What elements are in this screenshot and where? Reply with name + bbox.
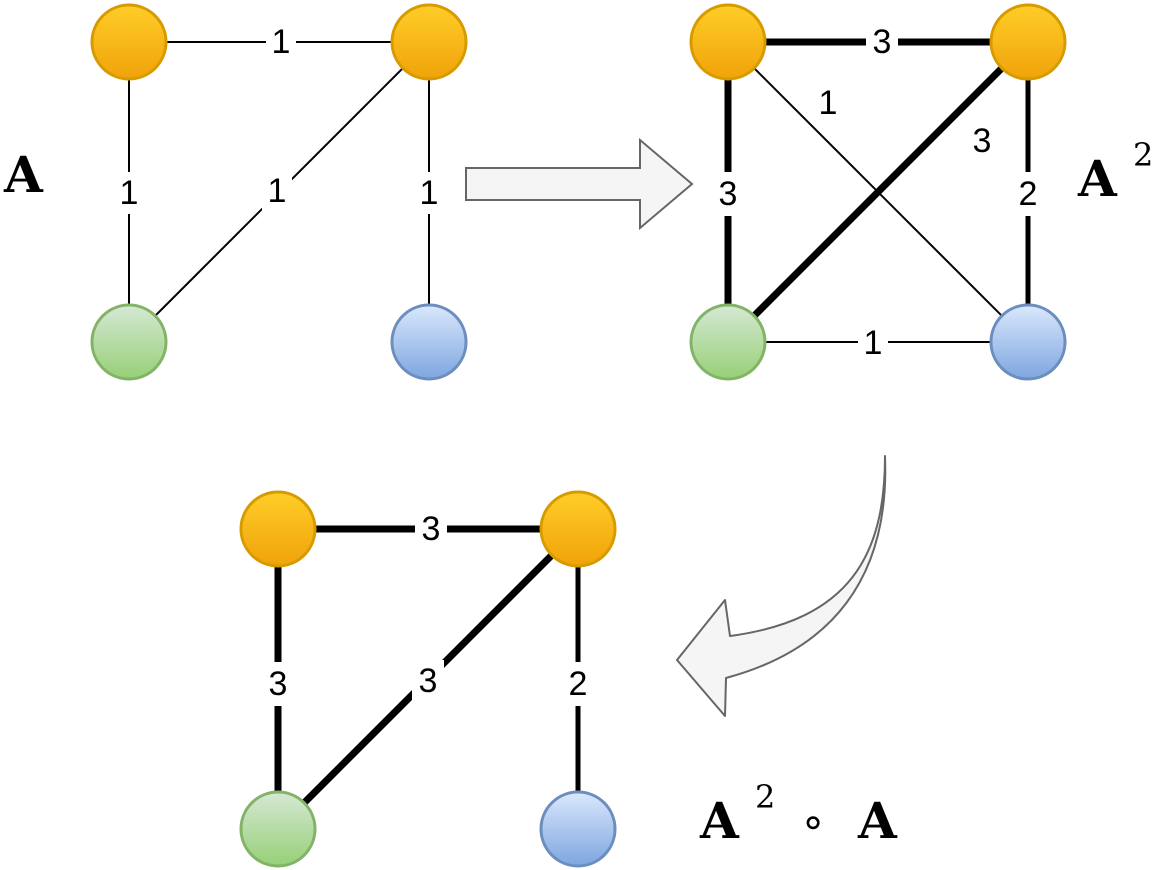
node-green bbox=[689, 303, 767, 381]
edge-label-o1-o2: 1 bbox=[272, 23, 291, 61]
matrix-label-a2-exponent: 2 bbox=[1133, 136, 1153, 174]
edge-label-o1-o2: 3 bbox=[422, 510, 441, 548]
edge-label-o1-g: 3 bbox=[269, 665, 288, 703]
matrix-label-a: A bbox=[3, 145, 44, 204]
edge-label-o2-b: 2 bbox=[569, 665, 588, 703]
node-orange-2 bbox=[539, 490, 617, 568]
matrix-label-result-operator: ∘ bbox=[800, 797, 826, 846]
graph-a2: 3 1 3 3 2 1 A 2 bbox=[689, 3, 1153, 381]
edge-o2-g bbox=[725, 39, 1031, 345]
matrix-label-result-base: A bbox=[699, 791, 740, 850]
graph-result-nodes bbox=[239, 490, 617, 868]
edge-label-o1-b: 1 bbox=[819, 84, 838, 122]
graph-a-edge-labels: 1 1 1 1 bbox=[114, 23, 444, 214]
graph-a2-edge-labels: 3 1 3 3 2 1 bbox=[712, 22, 1044, 362]
edge-label-o2-g: 3 bbox=[973, 122, 992, 160]
edge-label-o2-g: 3 bbox=[419, 662, 438, 700]
curved-arrow-icon bbox=[676, 455, 887, 717]
node-blue bbox=[390, 303, 468, 381]
node-orange-1 bbox=[689, 3, 767, 81]
graph-a2-edges bbox=[724, 38, 1031, 345]
node-blue bbox=[539, 790, 617, 868]
graph-result: 3 3 3 2 A 2 ∘ A bbox=[239, 490, 898, 868]
node-orange-2 bbox=[390, 3, 468, 81]
graph-a2-nodes bbox=[689, 3, 1067, 381]
node-orange-2 bbox=[989, 3, 1067, 81]
graph-a-nodes bbox=[90, 3, 468, 381]
edge-label-o2-b: 1 bbox=[420, 174, 439, 212]
node-green bbox=[239, 790, 317, 868]
graph-result-edge-labels: 3 3 3 2 bbox=[262, 509, 594, 706]
graph-a: 1 1 1 1 A bbox=[3, 3, 468, 381]
edge-label-o1-g: 3 bbox=[719, 175, 738, 213]
edge-label-o1-g: 1 bbox=[120, 174, 139, 212]
matrix-label-result: A 2 ∘ A bbox=[699, 778, 898, 850]
node-orange-1 bbox=[90, 3, 168, 81]
edge-label-o2-g: 1 bbox=[268, 172, 287, 210]
node-green bbox=[90, 303, 168, 381]
node-orange-1 bbox=[239, 490, 317, 568]
matrix-label-result-exponent: 2 bbox=[755, 778, 775, 816]
matrix-label-a2: A 2 bbox=[1077, 136, 1153, 208]
edge-label-o2-b: 2 bbox=[1019, 175, 1038, 213]
matrix-label-result-tail: A bbox=[857, 791, 898, 850]
edge-label-g-b: 1 bbox=[864, 324, 883, 362]
arrow-right-icon bbox=[465, 137, 694, 231]
node-blue bbox=[989, 303, 1067, 381]
edge-label-o1-o2: 3 bbox=[873, 23, 892, 61]
matrix-label-a2-base: A bbox=[1077, 149, 1118, 208]
